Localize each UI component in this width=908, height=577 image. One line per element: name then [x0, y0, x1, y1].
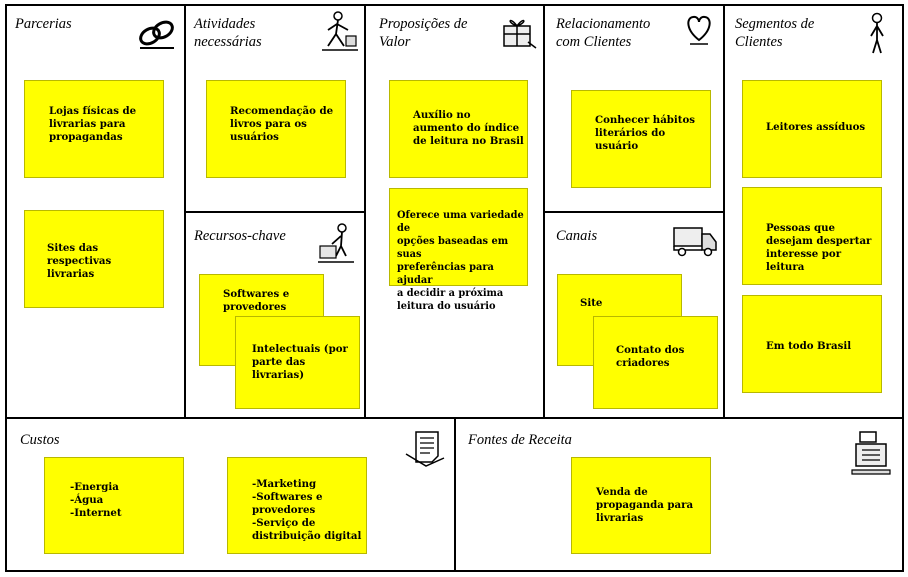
note-recursos-2: Intelectuais (por parte das livrarias) — [235, 316, 360, 409]
note-text: Leitores assíduos — [766, 121, 866, 133]
note-text: Sites das respectivas livrarias — [47, 242, 112, 280]
note-proposicoes-2: Oferece uma variedade de opções baseadas… — [389, 188, 528, 312]
title-proposicoes: Proposições de Valor — [379, 16, 468, 50]
note-proposicoes-1: Auxílio no aumento do índice de leitura … — [389, 80, 528, 178]
gift-icon — [498, 12, 538, 52]
note-text: Lojas físicas de livrarias para propagan… — [49, 105, 137, 143]
note-text: Auxílio no aumento do índice de leitura … — [413, 109, 524, 147]
person-icon — [866, 12, 888, 56]
border-top — [5, 4, 904, 6]
note-text: -Marketing -Softwares e provedores -Serv… — [252, 478, 362, 542]
receipt-icon — [402, 428, 446, 470]
title-recursos: Recursos-chave — [194, 228, 286, 244]
worker-icon — [318, 10, 360, 52]
note-segmentos-3: Em todo Brasil — [742, 295, 882, 393]
heart-icon — [684, 12, 714, 46]
note-segmentos-1: Leitores assíduos — [742, 80, 882, 178]
note-relacionamento-1: Conhecer hábitos literários do usuário — [571, 90, 711, 188]
title-canais: Canais — [556, 228, 598, 244]
divider-activities-resources — [185, 211, 365, 213]
note-text: Recomendação de livros para os usuários — [230, 105, 334, 143]
title-segmentos: Segmentos de Clientes — [735, 16, 815, 50]
note-custos-2: -Marketing -Softwares e provedores -Serv… — [227, 457, 367, 554]
note-text: Pessoas que desejam despertar interesse … — [766, 222, 872, 273]
title-atividades: Atividades necessárias — [194, 16, 262, 50]
note-text: Contato dos criadores — [616, 344, 685, 369]
divider-vertical-2 — [364, 4, 366, 418]
note-segmentos-2: Pessoas que desejam despertar interesse … — [742, 187, 882, 285]
note-text: Oferece uma variedade de opções baseadas… — [397, 210, 524, 312]
border-left — [5, 4, 7, 572]
border-right — [902, 4, 904, 572]
note-atividades-1: Recomendação de livros para os usuários — [206, 80, 346, 178]
cash-register-icon — [850, 426, 892, 476]
title-custos: Custos — [20, 432, 60, 448]
note-custos-1: -Energia -Água -Internet — [44, 457, 184, 554]
note-parcerias-1: Lojas físicas de livrarias para propagan… — [24, 80, 164, 178]
note-canais-2: Contato dos criadores — [593, 316, 718, 409]
note-text: Conhecer hábitos literários do usuário — [595, 114, 696, 152]
title-parcerias: Parcerias — [15, 16, 72, 32]
note-parcerias-2: Sites das respectivas livrarias — [24, 210, 164, 308]
truck-icon — [670, 222, 718, 258]
note-fontes-1: Venda de propaganda para livrarias — [571, 457, 711, 554]
border-bottom — [5, 570, 904, 572]
chain-link-icon — [136, 14, 178, 54]
note-text: Softwares e provedores — [223, 288, 290, 313]
divider-relationship-channels — [544, 211, 724, 213]
divider-costs-revenue — [454, 418, 456, 571]
title-relacionamento: Relacionamento com Clientes — [556, 16, 651, 50]
title-fontes: Fontes de Receita — [468, 432, 572, 448]
note-text: Intelectuais (por parte das livrarias) — [252, 343, 348, 381]
note-text: Venda de propaganda para livrarias — [596, 486, 694, 524]
note-text: Site — [580, 297, 603, 309]
note-text: Em todo Brasil — [766, 340, 852, 352]
forklift-worker-icon — [316, 222, 356, 266]
divider-vertical-4 — [723, 4, 725, 418]
note-text: -Energia -Água -Internet — [70, 481, 122, 519]
